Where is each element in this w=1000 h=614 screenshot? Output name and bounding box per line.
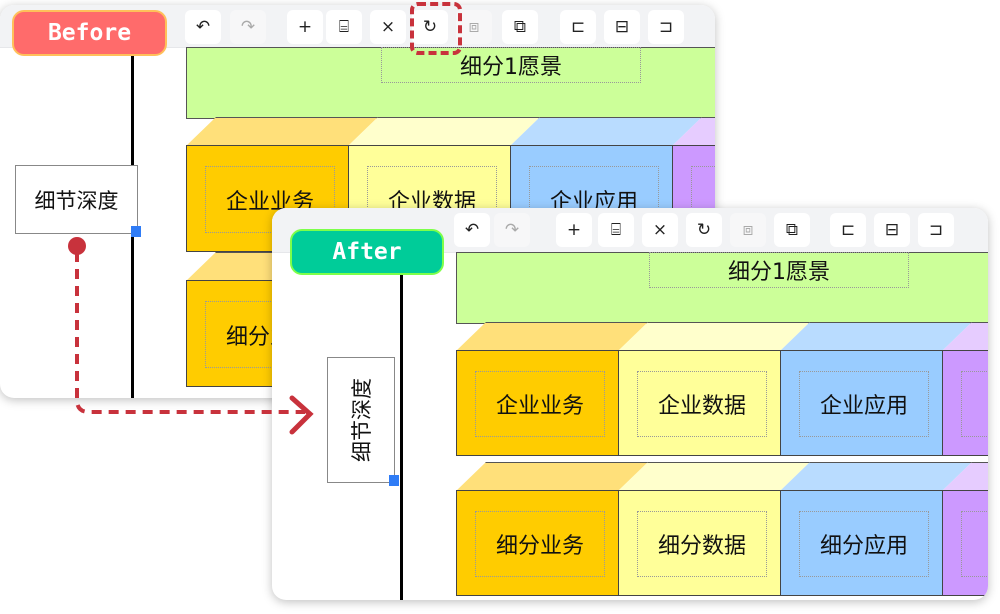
block-label: 企业应用 [799,371,929,437]
align-right-icon: ⊐ [928,220,944,240]
vision-label: 细分1愿景 [649,252,909,288]
block-top-face [780,322,972,351]
redo-icon: ↷ [240,17,256,37]
block-top-face [618,322,810,351]
ungroup-icon: ⧉ [785,220,799,240]
block-top-face [186,117,378,146]
block-top-face [456,462,648,491]
delete-button[interactable]: × [370,10,406,44]
align-left-button[interactable]: ⊏ [560,10,596,44]
block-label: 企业数据 [637,371,767,437]
align-left-button[interactable]: ⊏ [830,213,866,247]
block-row2-0[interactable]: 细分业务 [456,490,619,596]
vision-label: 细分1愿景 [381,47,641,83]
block-label: 企业业务 [205,166,335,233]
add-icon: + [566,220,582,240]
swimlane-divider [400,252,403,600]
fit-icon: ⌸ [338,17,350,37]
delete-icon: × [380,17,396,37]
resize-handle[interactable] [389,475,399,486]
redo-icon: ↷ [504,220,520,240]
align-left-icon: ⊏ [840,220,856,240]
fit-button[interactable]: ⌸ [598,213,634,247]
block-label: 企业业务 [475,371,605,437]
resize-handle[interactable] [131,226,141,237]
fit-button[interactable]: ⌸ [326,10,362,44]
undo-button[interactable]: ↶ [454,213,490,247]
rotate-button[interactable]: ↻ [412,10,448,44]
arrow-head [289,395,314,435]
rotate-button[interactable]: ↻ [686,213,722,247]
redo-button[interactable]: ↷ [494,213,530,247]
block-row2-1[interactable]: 细分数据 [618,490,781,596]
add-button[interactable]: + [556,213,592,247]
block-label: 企 [961,371,988,437]
block-top-face [510,117,702,146]
rotate-icon: ↻ [696,220,712,240]
align-left-icon: ⊏ [570,17,586,37]
fit-icon: ⌸ [610,220,622,240]
redo-button[interactable]: ↷ [230,10,266,44]
block-top-face [348,117,540,146]
ungroup-icon: ⧉ [513,17,527,37]
group-icon: ⧈ [742,220,754,240]
vision-block[interactable]: 细分1愿景 [456,252,988,324]
ungroup-button[interactable]: ⧉ [502,10,538,44]
align-center-button[interactable]: ⊟ [874,213,910,247]
align-center-icon: ⊟ [884,220,900,240]
block-top-face [618,462,810,491]
block-label: 细 [961,511,988,577]
add-button[interactable]: + [287,10,323,44]
block-row1-1[interactable]: 企业数据 [618,350,781,456]
detail-depth-text: 细节深度 [34,188,119,213]
before-badge: Before [12,10,167,56]
align-center-button[interactable]: ⊟ [604,10,640,44]
block-row1-3[interactable]: 企 [942,350,988,456]
group-icon: ⧈ [468,17,480,37]
rotate-icon: ↻ [422,17,438,37]
group-button[interactable]: ⧈ [730,213,766,247]
add-icon: + [297,17,313,37]
arrow-start-dot [68,237,86,255]
block-row2-2[interactable]: 细分应用 [780,490,943,596]
align-right-icon: ⊐ [658,17,674,37]
block-label: 细分数据 [637,511,767,577]
vision-block[interactable]: 细分1愿景 [186,47,715,119]
block-row1-0[interactable]: 企业业务 [456,350,619,456]
delete-icon: × [652,220,668,240]
align-center-icon: ⊟ [614,17,630,37]
block-top-face [456,322,648,351]
align-right-button[interactable]: ⊐ [648,10,684,44]
block-top-face [780,462,972,491]
undo-button[interactable]: ↶ [185,10,221,44]
detail-depth-label[interactable]: 细节深度 [15,165,138,234]
ungroup-button[interactable]: ⧉ [774,213,810,247]
block-row2-3[interactable]: 细 [942,490,988,596]
undo-icon: ↶ [195,17,211,37]
group-button[interactable]: ⧈ [456,10,492,44]
delete-button[interactable]: × [642,213,678,247]
detail-depth-label[interactable]: 细节深度 [327,357,395,483]
align-right-button[interactable]: ⊐ [918,213,954,247]
after-badge: After [290,229,444,275]
block-label: 细分业务 [475,511,605,577]
block-row1-2[interactable]: 企业应用 [780,350,943,456]
after-panel: ↶ ↷ + ⌸ × ↻ ⧈ ⧉ ⊏ ⊟ ⊐ 细分1愿景企业业务企业数据企业应用企细分业务细分数据细分应… [272,208,988,600]
rotate-highlight [410,2,462,55]
block-label: 细分应用 [799,511,929,577]
undo-icon: ↶ [464,220,480,240]
